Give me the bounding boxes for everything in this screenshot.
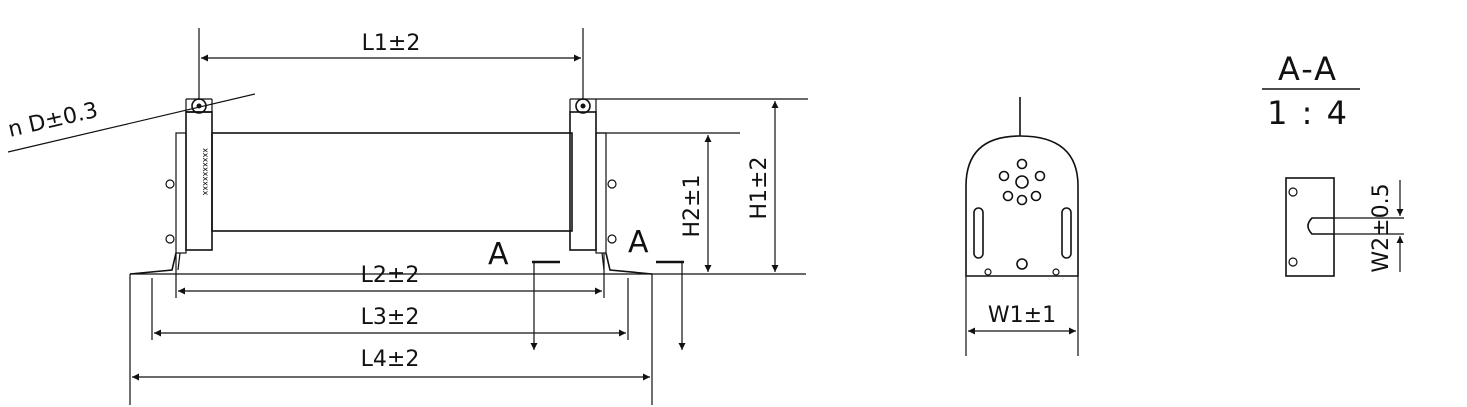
section-marker-right: A (628, 225, 686, 350)
hole-dimension: n D±0.3 (6, 93, 256, 153)
h-dimensions: H1±2 H2±1 (596, 98, 808, 272)
w1-label: W1±1 (988, 303, 1056, 328)
front-view: xxxxxxxxxx (129, 98, 806, 275)
h2-label: H2±1 (680, 175, 705, 238)
resistor-tube (211, 132, 573, 232)
section-title: A-A 1 : 4 (1262, 50, 1360, 132)
section-name: A-A (1278, 50, 1338, 88)
h1-label: H1±2 (747, 157, 772, 220)
svg-text:xxxxxxxxxx: xxxxxxxxxx (201, 148, 210, 196)
section-view: W2±0.5 (1285, 177, 1404, 277)
l1-dimension: L1±2 (198, 28, 584, 100)
l4-label: L4±2 (361, 347, 420, 372)
l-dimensions: L2±2 L3±2 L4±2 (129, 253, 653, 405)
l3-label: L3±2 (361, 305, 420, 330)
side-view: W1±1 (965, 97, 1079, 356)
l1-label: L1±2 (362, 31, 421, 56)
w2-label: W2±0.5 (1369, 183, 1394, 272)
section-marker-right-label: A (628, 225, 649, 260)
l2-label: L2±2 (361, 263, 420, 288)
left-mounting-bracket: xxxxxxxxxx (129, 98, 213, 275)
hole-label: n D±0.3 (6, 98, 101, 143)
section-marker-left-label: A (488, 237, 509, 272)
section-marker-left: A (488, 237, 560, 350)
section-scale: 1 : 4 (1267, 94, 1349, 132)
